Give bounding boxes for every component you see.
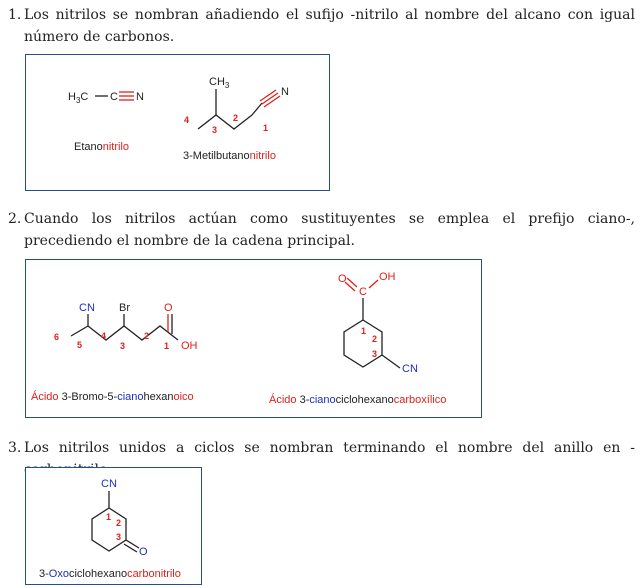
cn-bond (381, 354, 401, 369)
hydroxyl-oh: OH (181, 340, 198, 352)
name-etanonitrilo: Etanonitrilo (74, 141, 129, 153)
rule-number: 1. (8, 7, 22, 23)
name-acido-3-cianociclohexanocarboxilico: Ácido 3-cianociclohexanocarboxílico (269, 393, 446, 406)
ch3-group: CH3 (209, 76, 230, 90)
single-bond (368, 279, 379, 289)
rule-number: 2. (8, 211, 22, 227)
locant: 3 (212, 125, 217, 135)
locant: 2 (116, 518, 121, 528)
structure-diagram: H3C C N Etanonitrilo CH3 N 4 3 2 1 3-Met… (68, 76, 289, 162)
structure-diagram: CN O 1 2 3 3-Oxociclohexanocarbonitrilo (39, 478, 181, 580)
rule-1: 1. Los nitrilos se nombran añadiendo el … (0, 4, 643, 48)
triple-bond-line (259, 89, 277, 102)
locant: 1 (361, 326, 366, 336)
example-box-ciano-prefix: CN Br O OH 6 5 4 3 2 1 Ácido 3-Bromo-5-c… (25, 259, 482, 418)
name-acido-3-bromo-5-cianohexanoico: Ácido 3-Bromo-5-cianohexanoico (31, 390, 194, 403)
locant: 5 (77, 340, 82, 350)
cn-substituent: CN (402, 363, 418, 375)
rule-3: 3. Los nitrilos unidos a ciclos se nombr… (0, 437, 643, 478)
locant: 1 (106, 512, 111, 522)
formula-n: N (136, 91, 144, 103)
double-bond-line (344, 281, 356, 292)
double-bond-line (346, 277, 358, 288)
rule-text: Los nitrilos se nombran añadiendo el suf… (24, 7, 635, 45)
cyclohexanone-ring (91, 507, 127, 552)
br-substituent: Br (119, 302, 130, 314)
triple-bond-line (261, 92, 279, 105)
locant: 4 (184, 115, 189, 125)
carbonyl-o: O (164, 302, 173, 314)
locant: 3 (120, 341, 125, 351)
rule-text: Cuando los nitrilos actúan como sustituy… (24, 211, 635, 249)
ketone-o: O (139, 546, 148, 558)
nitrile-n: N (281, 86, 289, 98)
name-3-oxociclohexanocarbonitrilo: 3-Oxociclohexanocarbonitrilo (39, 568, 181, 580)
nitrile-bond (251, 102, 263, 116)
structure-diagram: CN Br O OH 6 5 4 3 2 1 Ácido 3-Bromo-5-c… (31, 271, 446, 406)
locant: 1 (164, 341, 169, 351)
locant: 2 (372, 334, 377, 344)
example-box-nitrile-suffix: H3C C N Etanonitrilo CH3 N 4 3 2 1 3-Met… (25, 54, 330, 191)
name-3-metilbutanonitrilo: 3-Metilbutanonitrilo (183, 150, 276, 162)
triple-bond-line (263, 95, 281, 108)
formula-h3c: H3C (68, 91, 88, 105)
double-bond-line (125, 539, 140, 549)
locant: 2 (144, 331, 149, 341)
hydroxyl-oh: OH (379, 271, 396, 283)
rule-2: 2. Cuando los nitrilos actúan como susti… (0, 208, 643, 252)
cn-substituent: CN (101, 478, 117, 490)
locant: 3 (116, 532, 121, 542)
locant: 2 (233, 113, 238, 123)
cn-substituent: CN (79, 302, 95, 314)
carboxyl-c: C (359, 286, 367, 298)
cyclohexane-ring (343, 319, 383, 368)
locant: 1 (263, 123, 268, 133)
locant: 6 (54, 332, 59, 342)
formula-c: C (110, 91, 118, 103)
locant: 4 (101, 331, 106, 341)
rule-number: 3. (8, 440, 22, 456)
locant: 3 (372, 349, 377, 359)
carbon-chain (197, 114, 253, 130)
carbon-chain (70, 325, 179, 341)
double-bond-line (123, 543, 138, 553)
example-box-carbonitrilo: CN O 1 2 3 3-Oxociclohexanocarbonitrilo (25, 467, 202, 585)
carbonyl-o: O (338, 273, 347, 285)
